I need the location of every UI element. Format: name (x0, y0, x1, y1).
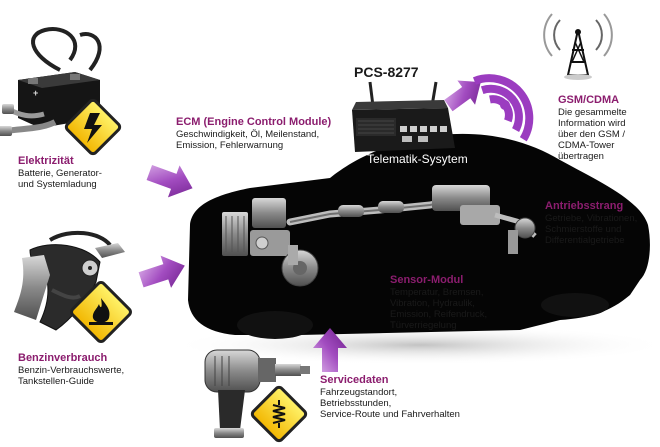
node-title: ECM (Engine Control Module) (176, 116, 332, 128)
node-service: Servicedaten Fahrzeugstandort, Betriebss… (320, 374, 460, 420)
car-drivetrain-icon (222, 185, 537, 287)
node-title: Servicedaten (320, 374, 389, 386)
spring-warning-icon (250, 385, 308, 443)
arrow-service (313, 328, 347, 372)
arrow-gsm (444, 80, 481, 112)
node-line: Service-Route und Fahrverhalten (320, 409, 460, 420)
cell-tower-icon (543, 13, 613, 80)
node-line: Emission, Reifendruck, (390, 309, 488, 320)
node-ecm: ECM (Engine Control Module) Geschwindigk… (176, 116, 331, 151)
node-line: Vibration, Hydraulik, (390, 298, 475, 309)
node-title: Antriebsstrang (545, 200, 624, 212)
svg-text:+: + (33, 88, 38, 98)
fire-warning-icon (70, 281, 132, 343)
device-model: PCS-8277 (354, 64, 419, 80)
arrow-benzin (138, 255, 185, 288)
node-line: Information wird (558, 118, 626, 129)
node-title: GSM/CDMA (558, 94, 620, 106)
node-line: Benzin-Verbrauchswerte, (18, 365, 125, 376)
node-line: CDMA-Tower (558, 140, 615, 151)
node-line: Emission, Fehlerwarnung (176, 140, 284, 151)
node-line: Differentialgetriebe (545, 235, 625, 246)
node-antrieb: Antriebsstrang Getriebe, Vibrationen, Sc… (545, 200, 637, 246)
node-title: Benzinverbrauch (18, 352, 108, 364)
node-elektrizitaet: Elektrizität Batterie, Generator- und Sy… (18, 155, 102, 190)
node-line: Geschwindigkeit, Öl, Meilenstand, (176, 129, 320, 140)
node-sensor: Sensor-Modul Temperatur, Bremsen, Vibrat… (390, 274, 487, 331)
node-line: über den GSM / (558, 129, 626, 140)
node-line: Batterie, Generator- (18, 168, 102, 179)
node-line: Die gesammelte (558, 107, 627, 118)
node-line: Schmierstoffe und (545, 224, 622, 235)
node-line: Türverriegelung (390, 320, 457, 331)
node-benzin: Benzinverbrauch Benzin-Verbrauchswerte, … (18, 352, 124, 387)
telematics-box-icon (352, 81, 455, 152)
node-line: Temperatur, Bremsen, (390, 287, 484, 298)
node-line: Getriebe, Vibrationen, (545, 213, 638, 224)
impact-wrench-icon (204, 349, 310, 438)
node-line: übertragen (558, 151, 604, 162)
node-line: Tankstellen-Guide (18, 376, 95, 387)
arrow-elektrizitaet (146, 164, 193, 198)
node-title: Sensor-Modul (390, 274, 464, 286)
device-caption: Telematik-Sysytem (367, 152, 468, 166)
node-line: Betriebsstunden, (320, 398, 392, 409)
node-title: Elektrizität (18, 155, 74, 167)
lightning-warning-icon (64, 98, 122, 156)
node-gsm: GSM/CDMA Die gesammelte Information wird… (558, 94, 627, 162)
node-line: und Systemladung (18, 179, 97, 190)
node-line: Fahrzeugstandort, (320, 387, 398, 398)
fuel-nozzle-icon (14, 230, 125, 331)
wireless-signal-icon (472, 74, 534, 142)
